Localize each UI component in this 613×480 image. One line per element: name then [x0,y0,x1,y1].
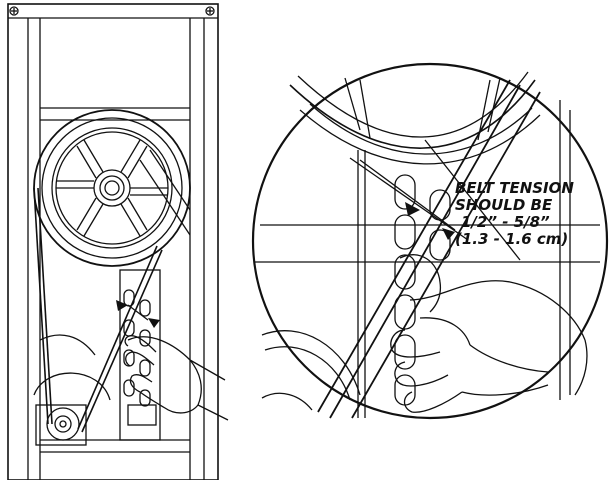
hand-icon [124,335,229,421]
detail-circle [251,62,609,420]
belt-tension-callout: BELT TENSION SHOULD BE 1/2” - 5/8” (1.3 … [455,180,574,248]
detail-hand-icon [390,254,588,413]
callout-line-1: BELT TENSION [455,179,574,197]
drive-belt [33,187,163,433]
detail-pulley-rim [289,71,541,165]
detail-motor-pulley [261,330,361,411]
upper-pulley [33,109,191,267]
detail-measure-line [349,157,469,241]
callout-line-4: (1.3 - 1.6 cm) [455,230,569,248]
detail-adjustment-slots [394,174,451,406]
motor-pulley [33,334,111,446]
detail-frame [255,100,600,418]
machine-frame [7,3,219,480]
callout-line-3: 1/2” - 5/8” [461,213,550,231]
tension-arrow-icon [405,202,455,240]
measure-line [127,304,149,321]
frame-screw-icon [9,6,19,16]
adjustment-plate [119,149,191,441]
frame-screw-icon [205,6,215,16]
tension-arrow-icon [116,300,160,328]
detail-belt [317,79,541,419]
callout-line-2: SHOULD BE [455,196,553,214]
